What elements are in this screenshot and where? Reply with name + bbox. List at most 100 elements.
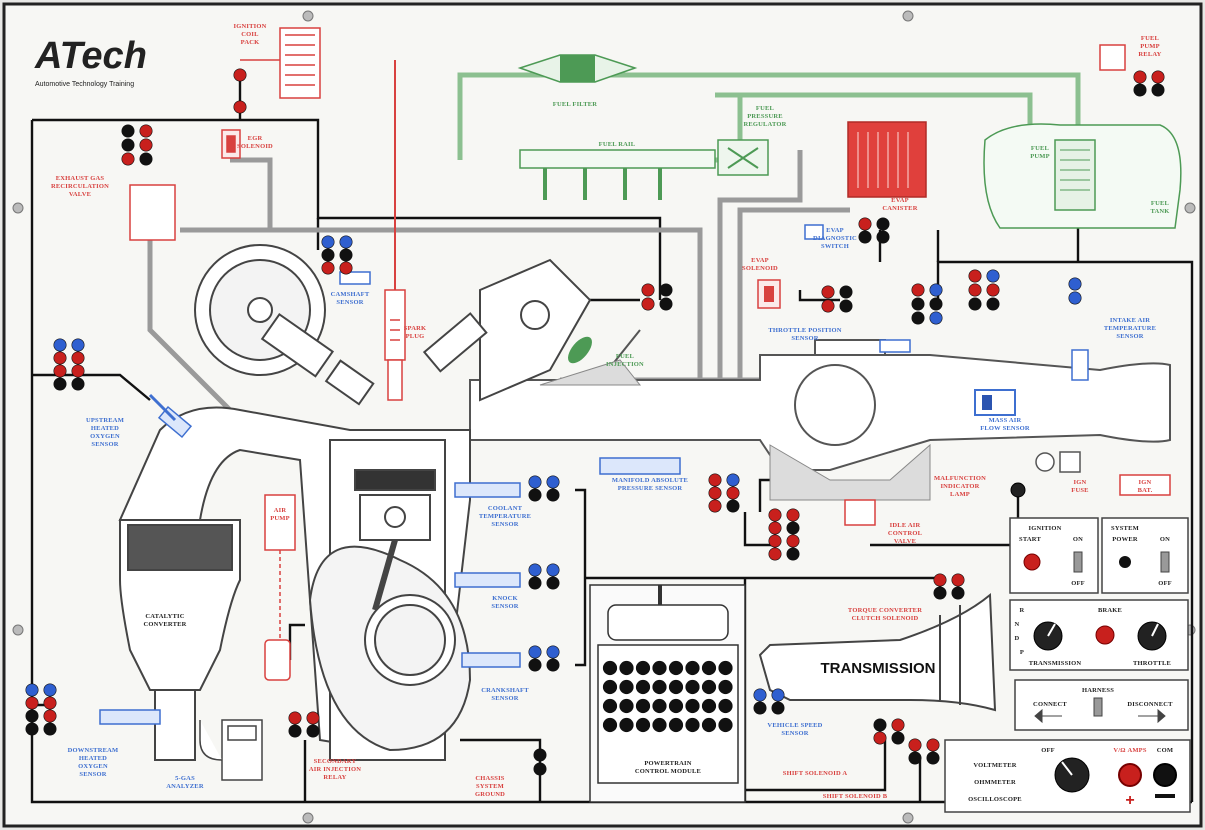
black-test-jack[interactable] bbox=[926, 751, 940, 765]
pcm-jack-grid[interactable] bbox=[602, 660, 733, 733]
jack-cluster[interactable] bbox=[908, 738, 940, 765]
pcm-pin-jack[interactable] bbox=[718, 660, 733, 676]
blue-test-jack[interactable] bbox=[1068, 277, 1082, 291]
jack-cluster[interactable] bbox=[911, 283, 943, 325]
pcm-pin-jack[interactable] bbox=[685, 679, 700, 695]
blue-test-jack[interactable] bbox=[528, 563, 542, 577]
pcm-pin-jack[interactable] bbox=[668, 679, 684, 695]
red-test-jack[interactable] bbox=[768, 547, 782, 561]
black-test-jack[interactable] bbox=[288, 724, 302, 738]
red-test-jack[interactable] bbox=[768, 534, 782, 548]
harness-toggle-switch[interactable] bbox=[1093, 697, 1103, 717]
black-test-jack[interactable] bbox=[546, 576, 560, 590]
blue-test-jack[interactable] bbox=[43, 683, 57, 697]
black-test-jack[interactable] bbox=[933, 586, 947, 600]
black-test-jack[interactable] bbox=[71, 377, 85, 391]
red-test-jack[interactable] bbox=[911, 283, 925, 297]
jack-cluster[interactable] bbox=[321, 235, 353, 275]
red-test-jack[interactable] bbox=[233, 68, 247, 82]
red-test-jack[interactable] bbox=[968, 269, 982, 283]
black-test-jack[interactable] bbox=[726, 499, 740, 513]
jack-cluster[interactable] bbox=[1133, 70, 1165, 97]
pcm-pin-jack[interactable] bbox=[619, 679, 634, 695]
black-test-jack[interactable] bbox=[876, 230, 890, 244]
jack-cluster[interactable] bbox=[121, 124, 153, 166]
blue-test-jack[interactable] bbox=[53, 338, 67, 352]
black-test-jack[interactable] bbox=[533, 748, 547, 762]
pcm-pin-jack[interactable] bbox=[685, 698, 700, 714]
black-test-jack[interactable] bbox=[121, 138, 135, 152]
red-test-jack[interactable] bbox=[288, 711, 302, 725]
red-test-jack[interactable] bbox=[139, 138, 153, 152]
black-test-jack[interactable] bbox=[968, 297, 982, 311]
red-test-jack[interactable] bbox=[139, 124, 153, 138]
jack-cluster[interactable] bbox=[528, 563, 560, 590]
red-test-jack[interactable] bbox=[708, 486, 722, 500]
black-test-jack[interactable] bbox=[911, 311, 925, 325]
pcm-pin-jack[interactable] bbox=[602, 679, 618, 695]
system-toggle-switch[interactable] bbox=[1160, 551, 1170, 573]
red-test-jack[interactable] bbox=[821, 299, 835, 313]
black-test-jack[interactable] bbox=[53, 377, 67, 391]
black-test-jack[interactable] bbox=[339, 248, 353, 262]
jack-cluster[interactable] bbox=[528, 475, 560, 502]
black-test-jack[interactable] bbox=[139, 152, 153, 166]
pcm-pin-jack[interactable] bbox=[602, 717, 618, 733]
red-test-jack[interactable] bbox=[708, 473, 722, 487]
pcm-pin-jack[interactable] bbox=[652, 698, 667, 714]
red-test-jack[interactable] bbox=[768, 521, 782, 535]
pcm-pin-jack[interactable] bbox=[619, 698, 634, 714]
black-test-jack[interactable] bbox=[659, 297, 673, 311]
black-test-jack[interactable] bbox=[528, 488, 542, 502]
red-test-jack[interactable] bbox=[121, 152, 135, 166]
black-test-jack[interactable] bbox=[659, 283, 673, 297]
red-test-jack[interactable] bbox=[306, 711, 320, 725]
pcm-pin-jack[interactable] bbox=[602, 698, 618, 714]
jack-cluster[interactable] bbox=[708, 473, 740, 513]
red-test-jack[interactable] bbox=[873, 731, 887, 745]
red-test-jack[interactable] bbox=[321, 261, 335, 275]
blue-test-jack[interactable] bbox=[726, 473, 740, 487]
red-test-jack[interactable] bbox=[43, 709, 57, 723]
jack-cluster[interactable] bbox=[53, 338, 85, 391]
blue-test-jack[interactable] bbox=[929, 283, 943, 297]
red-test-jack[interactable] bbox=[908, 738, 922, 752]
black-test-jack[interactable] bbox=[951, 586, 965, 600]
black-test-jack[interactable] bbox=[121, 124, 135, 138]
red-test-jack[interactable] bbox=[53, 364, 67, 378]
black-test-jack[interactable] bbox=[1151, 83, 1165, 97]
red-test-jack[interactable] bbox=[786, 508, 800, 522]
blue-test-jack[interactable] bbox=[528, 645, 542, 659]
blue-test-jack[interactable] bbox=[753, 688, 767, 702]
red-test-jack[interactable] bbox=[986, 283, 1000, 297]
blue-test-jack[interactable] bbox=[771, 688, 785, 702]
black-test-jack[interactable] bbox=[786, 521, 800, 535]
black-test-jack[interactable] bbox=[306, 724, 320, 738]
black-test-jack[interactable] bbox=[321, 248, 335, 262]
blue-test-jack[interactable] bbox=[986, 269, 1000, 283]
red-test-jack[interactable] bbox=[821, 285, 835, 299]
blue-test-jack[interactable] bbox=[321, 235, 335, 249]
pcm-pin-jack[interactable] bbox=[701, 660, 717, 676]
blue-test-jack[interactable] bbox=[929, 311, 943, 325]
pcm-pin-jack[interactable] bbox=[619, 717, 634, 733]
red-test-jack[interactable] bbox=[43, 696, 57, 710]
red-test-jack[interactable] bbox=[641, 297, 655, 311]
red-test-jack[interactable] bbox=[339, 261, 353, 275]
black-test-jack[interactable] bbox=[528, 658, 542, 672]
red-test-jack[interactable] bbox=[891, 718, 905, 732]
brake-button[interactable] bbox=[1095, 625, 1115, 645]
red-test-jack[interactable] bbox=[951, 573, 965, 587]
jack-cluster[interactable] bbox=[533, 748, 547, 776]
red-test-jack[interactable] bbox=[641, 283, 655, 297]
ignition-start-button[interactable] bbox=[1023, 553, 1041, 571]
blue-test-jack[interactable] bbox=[339, 235, 353, 249]
red-test-jack[interactable] bbox=[726, 486, 740, 500]
red-test-jack[interactable] bbox=[786, 534, 800, 548]
blue-test-jack[interactable] bbox=[71, 338, 85, 352]
jack-cluster[interactable] bbox=[821, 285, 853, 313]
red-test-jack[interactable] bbox=[53, 351, 67, 365]
jack-cluster[interactable] bbox=[873, 718, 905, 745]
meter-com-jack[interactable] bbox=[1153, 763, 1177, 787]
red-test-jack[interactable] bbox=[968, 283, 982, 297]
